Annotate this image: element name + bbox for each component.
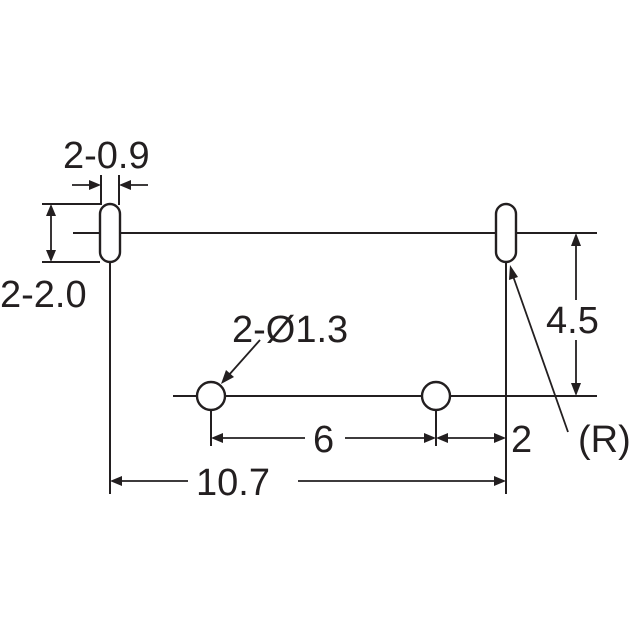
hole-spacing-dimension [211,433,436,443]
right-slot [494,202,518,264]
right-hole [420,380,452,412]
overall-span-dimension [110,476,506,486]
edge-offset-label: 2 [511,419,532,461]
slot-width-label: 2-0.9 [63,135,150,177]
edge-offset-dimension [436,433,506,443]
reference-leader [509,265,569,433]
hole-diameter-leader [221,339,261,384]
reference-label: (R) [578,419,631,461]
slot-length-label: 2-2.0 [0,274,87,316]
slot-length-dimension [46,204,56,262]
left-slot [98,202,122,264]
vertical-offset-label: 4.5 [546,300,599,342]
hole-diameter-label: 2-Ø1.3 [232,309,348,351]
overall-span-label: 10.7 [196,462,270,504]
hole-spacing-label: 6 [313,419,334,461]
slot-width-dimension [72,180,148,190]
vertical-offset-label-bg [544,300,610,340]
left-hole [195,380,227,412]
